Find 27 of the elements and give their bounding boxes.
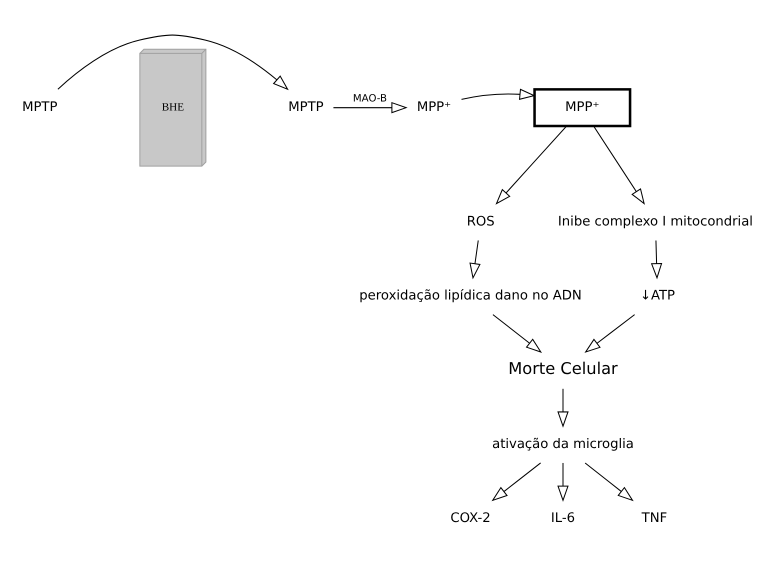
arrow: [333, 102, 408, 113]
edge-label: MAO-B: [352, 93, 387, 104]
node-text: MPTP: [288, 100, 324, 115]
node-text: MPP⁺: [416, 100, 452, 115]
arrow: [650, 240, 662, 279]
arrow: [58, 34, 289, 90]
arrow: [593, 125, 645, 204]
node-box: MPP⁺: [533, 88, 632, 127]
node-text: ROS: [466, 214, 495, 229]
node-text: TNF: [642, 510, 668, 526]
node-text: ativação da microglia: [492, 436, 634, 452]
arrow: [469, 240, 481, 279]
arrow: [495, 125, 567, 204]
arrow: [492, 462, 541, 501]
arrow: [461, 88, 536, 100]
arrow: [584, 462, 634, 501]
arrow: [557, 388, 569, 428]
arrow: [557, 462, 569, 502]
arrow: [492, 314, 542, 352]
node-text: Inibe complexo I mitocondrial: [558, 214, 753, 229]
node-text: Morte Celular: [508, 358, 618, 378]
node-text: IL-6: [550, 510, 576, 526]
node-text: COX-2: [450, 510, 491, 526]
arrow: [584, 314, 635, 352]
node-text: MPTP: [22, 100, 58, 115]
node-text: ↓ATP: [640, 288, 676, 304]
node-text: peroxidação lipídica dano no ADN: [359, 288, 582, 304]
